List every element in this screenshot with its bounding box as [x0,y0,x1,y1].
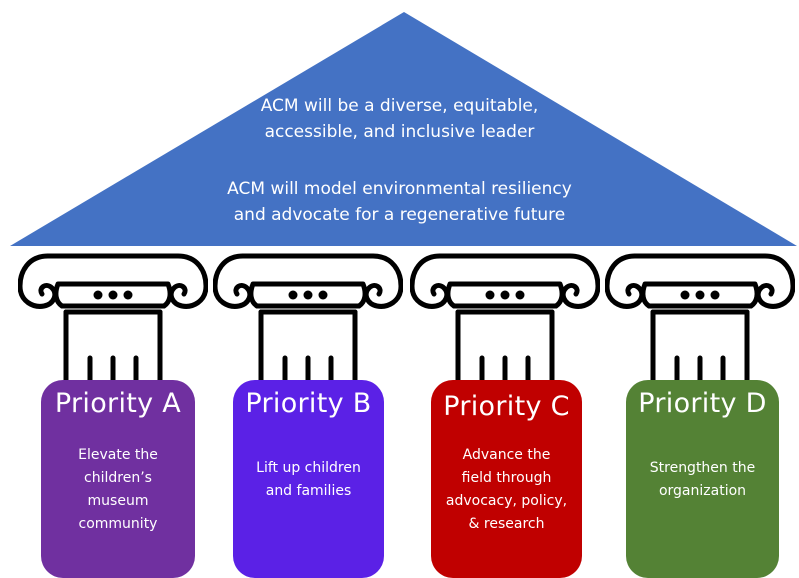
priority-c-line-4: & research [468,516,545,532]
priority-a-line-4: community [78,516,158,532]
priority-b-description: Lift up children and families [241,457,376,503]
priority-d-card: Priority D Strengthen the organization [626,380,779,578]
priority-a-description: Elevate the children’s museum community [49,444,187,536]
priority-c-line-1: Advance the [462,447,551,463]
priority-a-line-1: Elevate the [78,447,158,463]
priority-a-line-2: children’s [84,470,152,486]
priority-a-title: Priority A [54,388,182,419]
priority-c-title: Priority C [443,391,570,422]
vision-statement-2-line-2: and advocate for a regenerative future [233,205,566,225]
priority-d-line-1: Strengthen the [649,460,756,476]
priority-d-title: Priority D [638,388,767,419]
priority-b-line-1: Lift up children [256,460,361,476]
priority-c-description: Advance the field through advocacy, poli… [439,444,574,536]
vision-statement-2: ACM will model environmental resiliency … [0,176,799,228]
vision-statement-2-line-1: ACM will model environmental resiliency [227,179,572,199]
priority-c-card: Priority C Advance the field through adv… [431,380,582,578]
column-capital-icon [410,253,600,383]
priority-c-line-3: advocacy, policy, [445,493,568,509]
vision-statement-1-line-1: ACM will be a diverse, equitable, [260,96,539,116]
priority-d-description: Strengthen the organization [634,457,771,503]
priority-c-line-2: field through [461,470,552,486]
priority-d-line-2: organization [658,483,747,499]
priority-a-card: Priority A Elevate the children’s museum… [41,380,195,578]
column-capital-icon [605,253,795,383]
roof-pediment [10,12,797,246]
roof-triangle [10,12,797,246]
priority-a-line-3: museum [87,493,149,509]
column-capital-icon [18,253,208,383]
priority-b-line-2: and families [265,483,352,499]
vision-statement-1: ACM will be a diverse, equitable, access… [0,93,799,145]
priority-b-title: Priority B [245,388,372,419]
priority-b-card: Priority B Lift up children and families [233,380,384,578]
column-capital-icon [213,253,403,383]
vision-statement-1-line-2: accessible, and inclusive leader [264,122,535,142]
